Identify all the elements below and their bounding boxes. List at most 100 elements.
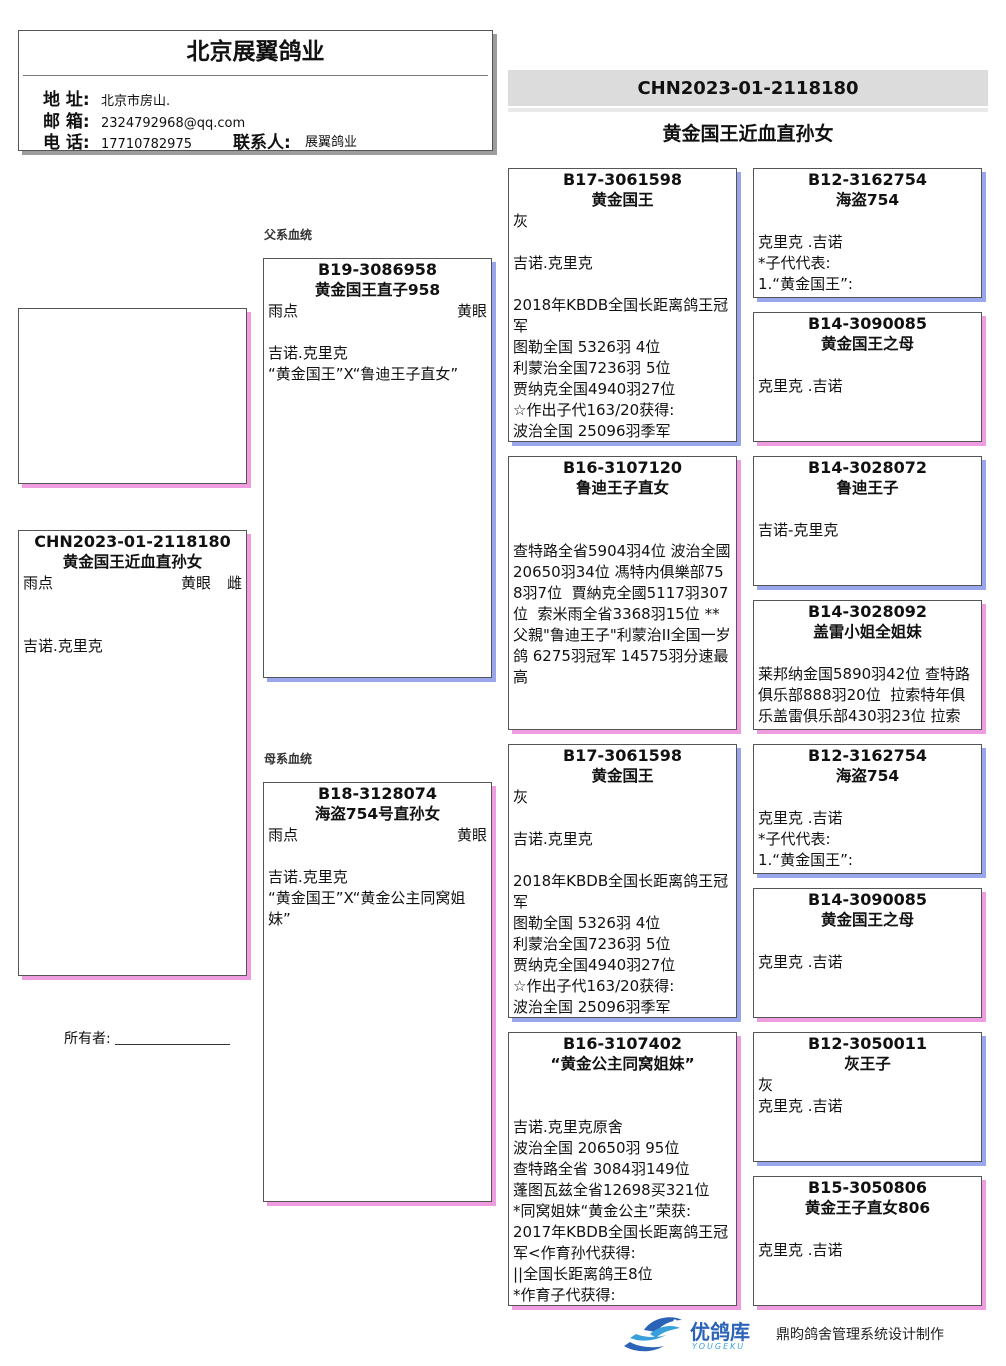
ggp-ssd-line: 克里克 .吉诺 xyxy=(758,377,843,395)
sire-line: 吉诺.克里克 xyxy=(268,344,348,362)
ggp-sss-name: 海盗754 xyxy=(835,191,900,209)
ggp-dss-name: 海盗754 xyxy=(835,767,900,785)
ggp-dsd-name: 黄金国王之母 xyxy=(820,911,914,929)
maternal-granddam-line: 吉诺.克里克原舍 xyxy=(513,1118,623,1136)
ggp-sds-name: 鲁迪王子 xyxy=(836,479,899,497)
ggp-ssd-name: 黄金国王之母 xyxy=(820,335,914,353)
paternal-granddam-line: 查特路全省5904羽4位 波治全國20650羽34位 馮特内俱樂部758羽7位 … xyxy=(513,542,731,686)
paternal-granddam-name: 鲁迪王子直女 xyxy=(575,479,669,497)
ggp-ssd-card: B14-3090085 黄金国王之母 克里克 .吉诺 xyxy=(753,312,982,442)
logo-subtext: YOUGEKU xyxy=(692,1342,746,1351)
paternal-grandsire-ring: B17-3061598 xyxy=(562,170,683,189)
maternal-granddam-line: 2017年KBDB全国长距离鸽王冠军<作育孙代获得: xyxy=(513,1223,729,1262)
maternal-grandsire-name: 黄金国王 xyxy=(591,767,654,785)
sire-color: 雨点 xyxy=(268,302,299,320)
ggp-dss-line: *子代代表: xyxy=(758,830,831,848)
maternal-granddam-ring: B16-3107402 xyxy=(562,1034,683,1053)
ggp-dds-color: 灰 xyxy=(758,1076,774,1094)
sire-card: B19-3086958 黄金国王直子958 雨点 黄眼 吉诺.克里克 “黄金国王… xyxy=(263,258,492,678)
dam-eye: 黄眼 xyxy=(456,826,487,844)
contact-label: 联系人: xyxy=(233,133,291,151)
ggp-dds-name: 灰王子 xyxy=(844,1055,891,1073)
maternal-grandsire-line: 图勒全国 5326羽 4位 xyxy=(513,914,661,932)
ggp-dsd-line: 克里克 .吉诺 xyxy=(758,953,843,971)
dam-line: 吉诺.克里克 xyxy=(268,868,348,886)
subject-color: 雨点 xyxy=(23,574,54,592)
pedigree-title-strip: CHN2023-01-2118180 xyxy=(508,70,988,108)
maternal-grandsire-color: 灰 xyxy=(513,788,529,806)
maternal-granddam-line: 蓬图瓦兹全省12698买321位 xyxy=(513,1181,710,1199)
ggp-sss-card: B12-3162754 海盗754 克里克 .吉诺 *子代代表: 1.“黄金国王… xyxy=(753,168,982,298)
maternal-granddam-line: 查特路全省 3084羽149位 xyxy=(513,1160,690,1178)
ggp-sdd-ring: B14-3028092 xyxy=(807,602,928,621)
sire-eye: 黄眼 xyxy=(456,302,487,320)
sire-name: 黄金国王直子958 xyxy=(314,281,441,299)
ggp-dsd-ring: B14-3090085 xyxy=(807,890,928,909)
ggp-dss-ring: B12-3162754 xyxy=(807,746,928,765)
phone-row: 电 话: 17710782975 xyxy=(43,128,192,151)
ggp-sdd-line: 莱邦纳金国5890羽42位 查特路俱乐部888羽20位 拉索特年俱乐盖雷俱乐部4… xyxy=(758,665,971,725)
ggp-sss-line: 1.“黄金国王”: xyxy=(758,275,853,293)
ggp-ddd-name: 黄金王子直女806 xyxy=(804,1199,931,1217)
footer: 优鸽库 YOUGEKU 鼎昀鸽舍管理系统设计制作 xyxy=(620,1312,980,1356)
email-row: 邮 箱: 2324792968@qq.com xyxy=(43,107,245,132)
sire-line: “黄金国王”X“鲁迪王子直女” xyxy=(268,365,459,383)
email-label: 邮 箱: xyxy=(43,112,90,132)
photo-placeholder xyxy=(18,308,247,484)
address-value: 北京市房山. xyxy=(101,94,171,109)
ggp-sdd-card: B14-3028092 盖雷小姐全姐妹 莱邦纳金国5890羽42位 查特路俱乐部… xyxy=(753,600,982,730)
dam-attributes: 雨点 黄眼 xyxy=(264,825,491,846)
subject-attributes: 雨点 黄眼 雌 xyxy=(19,573,246,594)
dam-line: “黄金国王”X“黄金公主同窝姐妹” xyxy=(268,889,466,928)
paternal-grandsire-line: 波治全国 25096羽季军 xyxy=(513,422,671,440)
maternal-granddam-card: B16-3107402 “黄金公主同窝姐妹” 吉诺.克里克原舍 波治全国 206… xyxy=(508,1032,737,1306)
paternal-grandsire-line: 贾纳克全国4940羽27位 xyxy=(513,380,676,398)
maternal-granddam-line: 波治全国 20650羽 95位 xyxy=(513,1139,680,1157)
title-bird-name: 黄金国王近血直孙女 xyxy=(662,123,834,145)
subject-name: 黄金国王近血直孙女 xyxy=(62,553,203,571)
paternal-grandsire-color: 灰 xyxy=(513,212,529,230)
ggp-dds-line: 克里克 .吉诺 xyxy=(758,1097,843,1115)
ggp-dss-line: 1.“黄金国王”: xyxy=(758,851,853,869)
subject-sex: 雌 xyxy=(226,574,242,592)
logo-text: 优鸽库 xyxy=(690,1320,750,1344)
ggp-sds-line: 吉诺-克里克 xyxy=(758,521,839,539)
dam-name: 海盗754号直孙女 xyxy=(314,805,441,823)
email-value: 2324792968@qq.com xyxy=(101,116,246,131)
maternal-grandsire-line: 2018年KBDB全国长距离鸽王冠军 xyxy=(513,872,729,911)
subject-breeder: 吉诺.克里克 xyxy=(23,637,103,655)
maternal-grandsire-line: 波治全国 25096羽季军 xyxy=(513,998,671,1016)
ggp-ddd-line: 克里克 .吉诺 xyxy=(758,1241,843,1259)
maternal-grandsire-line: 贾纳克全国4940羽27位 xyxy=(513,956,676,974)
sire-attributes: 雨点 黄眼 xyxy=(264,301,491,322)
ggp-dsd-card: B14-3090085 黄金国王之母 克里克 .吉诺 xyxy=(753,888,982,1018)
maternal-grandsire-line: ☆作出子代163/20获得: xyxy=(513,977,675,995)
paternal-grandsire-line: 吉诺.克里克 xyxy=(513,254,593,272)
maternal-label: 母系血统 xyxy=(264,752,313,766)
paternal-grandsire-line: ☆作出子代163/20获得: xyxy=(513,401,675,419)
ggp-ssd-ring: B14-3090085 xyxy=(807,314,928,333)
paternal-grandsire-card: B17-3061598 黄金国王 灰 吉诺.克里克 2018年KBDB全国长距离… xyxy=(508,168,737,442)
maternal-granddam-line: *作育子代获得: xyxy=(513,1286,616,1304)
ggp-sss-ring: B12-3162754 xyxy=(807,170,928,189)
phone-value: 17710782975 xyxy=(101,137,192,151)
sire-ring: B19-3086958 xyxy=(317,260,438,279)
address-row: 地 址: 北京市房山. xyxy=(43,85,170,110)
ggp-dss-line: 克里克 .吉诺 xyxy=(758,809,843,827)
contact-value: 展翼鸽业 xyxy=(305,135,358,150)
address-label: 地 址: xyxy=(43,90,90,110)
header-divider xyxy=(23,75,488,76)
owner-line: 所有者: xyxy=(64,1028,230,1048)
subject-card: CHN2023-01-2118180 黄金国王近血直孙女 雨点 黄眼 雌 吉诺.… xyxy=(18,530,247,976)
ggp-sds-ring: B14-3028072 xyxy=(807,458,928,477)
paternal-grandsire-line: 2018年KBDB全国长距离鸽王冠军 xyxy=(513,296,729,335)
phone-label: 电 话: xyxy=(43,133,90,151)
company-name: 北京展翼鸽业 xyxy=(186,39,325,65)
maternal-grandsire-card: B17-3061598 黄金国王 灰 吉诺.克里克 2018年KBDB全国长距离… xyxy=(508,744,737,1018)
ggp-sdd-name: 盖雷小姐全姐妹 xyxy=(813,623,922,641)
paternal-grandsire-name: 黄金国王 xyxy=(591,191,654,209)
maternal-granddam-name: “黄金公主同窝姐妹” xyxy=(550,1055,695,1073)
maternal-granddam-line: ||全国长距离鸽王8位 xyxy=(513,1265,653,1283)
paternal-granddam-ring: B16-3107120 xyxy=(562,458,683,477)
ggp-ddd-ring: B15-3050806 xyxy=(807,1178,928,1197)
